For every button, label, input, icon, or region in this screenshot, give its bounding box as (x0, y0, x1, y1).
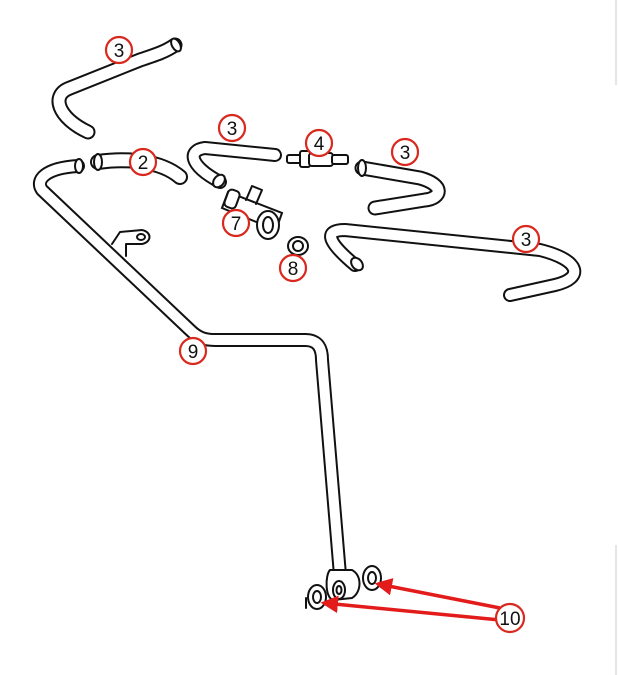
callout-label: 2 (138, 153, 149, 174)
callout-label: 3 (400, 143, 411, 164)
callout-label: 9 (188, 342, 199, 363)
callout-9: 9 (178, 336, 208, 366)
callout-label: 4 (314, 134, 325, 155)
washer-10-left (307, 584, 327, 610)
callout-4: 4 (304, 128, 334, 158)
callout-10: 10 (494, 602, 526, 634)
pipe-9 (33, 158, 347, 582)
callout-3-top-left: 3 (104, 35, 134, 65)
callout-8: 8 (278, 253, 308, 283)
connector-7 (220, 185, 284, 240)
hose-3-right (354, 159, 446, 216)
washer-10-right (362, 565, 382, 591)
callout-label: 3 (114, 41, 125, 62)
o-ring-8 (287, 236, 309, 256)
callout-3-mid: 3 (217, 113, 247, 143)
callout-label: 7 (231, 214, 242, 235)
callout-3-far-right: 3 (511, 224, 541, 254)
hose-3-mid (186, 141, 282, 189)
mounting-bracket (111, 229, 151, 257)
banjo-fitting (325, 569, 361, 602)
callout-label: 3 (227, 119, 238, 140)
callout-label: 10 (499, 609, 520, 630)
callout-7: 7 (221, 208, 251, 238)
callout-10-arrows (320, 578, 501, 622)
callout-label: 3 (521, 230, 532, 251)
hose-3-far-right (324, 223, 582, 302)
callout-3-right: 3 (390, 137, 420, 167)
arrow-to-left-washer (320, 595, 501, 622)
arrow-to-right-washer (374, 578, 501, 610)
hose-3-top-left (51, 37, 183, 140)
callout-2: 2 (128, 147, 158, 177)
callout-label: 8 (288, 259, 299, 280)
